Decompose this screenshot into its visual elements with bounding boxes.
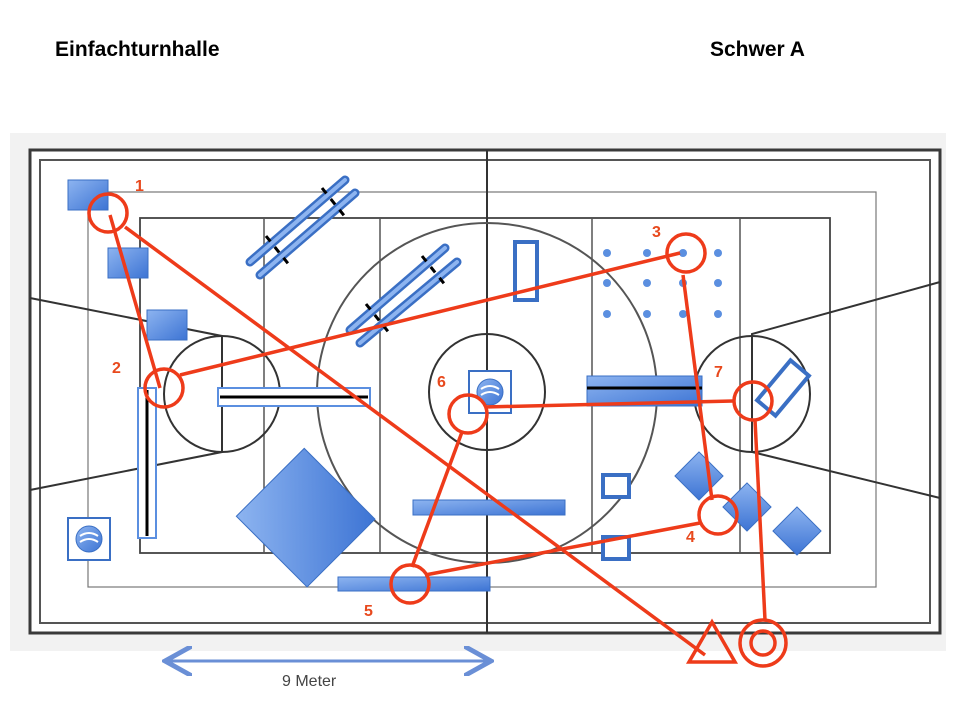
- small-frame-1: [601, 473, 631, 499]
- station-marker-3: [665, 232, 707, 274]
- station-number-3: 3: [652, 224, 661, 241]
- hall-title: Einfachturnhalle: [55, 38, 220, 61]
- station-number-7: 7: [714, 364, 723, 381]
- parallel-bars-2: [345, 243, 462, 348]
- station-marker-2: [143, 367, 185, 409]
- route-lines: [108, 214, 767, 657]
- level-title: Schwer A: [710, 38, 805, 61]
- scale-label: 9 Meter: [282, 673, 337, 690]
- station-marker-5: [389, 563, 431, 605]
- bench-right: [586, 375, 703, 407]
- landing-mat: [235, 447, 376, 588]
- small-frame-2: [601, 535, 631, 561]
- bench-middle: [412, 499, 566, 516]
- station-marker-4: [697, 494, 739, 536]
- station-marker-6: [447, 393, 489, 435]
- station-marker-7: [732, 380, 774, 422]
- start-triangle-icon: [685, 618, 739, 664]
- box-3: [146, 309, 188, 341]
- station-markers: [87, 192, 774, 605]
- station-number-6: 6: [437, 374, 446, 391]
- equipment-group: [67, 175, 822, 592]
- bench-bottom: [337, 576, 491, 592]
- diamond-3: [772, 506, 822, 556]
- tilted-frame: [754, 357, 812, 419]
- trampoline-left: [67, 517, 111, 561]
- parallel-bars-1: [245, 175, 360, 280]
- station-marker-1: [87, 192, 129, 234]
- vaulting-frame: [513, 240, 539, 302]
- station-number-5: 5: [364, 603, 373, 620]
- station-number-4: 4: [686, 529, 695, 546]
- station-number-2: 2: [112, 360, 121, 377]
- finish-double-circle-icon: [738, 618, 788, 668]
- station-number-1: 1: [135, 178, 144, 195]
